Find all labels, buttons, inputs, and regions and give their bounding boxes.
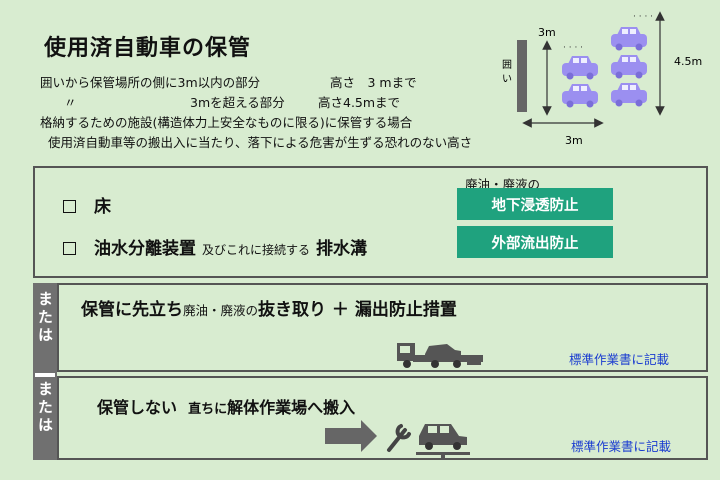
dim-3m-top-label: 3m (538, 26, 556, 39)
or-sidebar: または または (33, 283, 57, 460)
dots: · · · · (633, 12, 653, 22)
wrench-icon (387, 424, 411, 452)
box3-text: 保管しない 直ちに解体作業場へ搬入 (97, 398, 356, 417)
tow-truck-icon (397, 343, 483, 368)
car-icon (611, 83, 647, 107)
fence-post (517, 40, 527, 112)
car-icon (611, 55, 647, 79)
item-floor: 床 (63, 192, 111, 217)
rule-line4: 使用済自動車等の搬出入に当たり、落下による危害が生ずる恐れのない高さ (48, 135, 473, 150)
item-floor-label: 床 (94, 197, 111, 217)
checkbox-icon (63, 200, 76, 213)
height-diagram: 囲 い 3m · · · · · · · · 4.5m 3m (502, 11, 702, 147)
checkbox-icon (63, 242, 76, 255)
dim-3m-bottom-label: 3m (565, 134, 583, 147)
fence-label-1: 囲 (502, 59, 512, 71)
fence-label-2: い (502, 74, 512, 85)
rule-line1-right: 高さ 3 mまで (330, 75, 417, 90)
item-separator-connector: 及びこれに接続する (202, 243, 311, 257)
rule-line1-left: 囲いから保管場所の側に3m以内の部分 (40, 75, 261, 90)
dots: · · · · (563, 43, 583, 53)
rule-line3: 格納するための施設(構造体力上安全なものに限る)に保管する場合 (40, 115, 413, 130)
divider (35, 373, 55, 377)
page-title: 使用済自動車の保管 (44, 36, 252, 61)
rule-line2-ditto: 〃 (64, 95, 77, 110)
car-icon (562, 84, 598, 108)
item-separator: 油水分離装置 及びこれに接続する 排水溝 (63, 234, 367, 259)
or-label-2: または (36, 381, 54, 435)
standard-doc-note: 標準作業書に記載 (571, 439, 672, 454)
box2-text: 保管に先立ち廃油・廃液の抜き取り ＋ 漏出防止措置 (81, 300, 457, 320)
drain-before-storage-box: 保管に先立ち廃油・廃液の抜き取り ＋ 漏出防止措置 標準作業書に記載 (57, 283, 708, 372)
item-drain-label: 排水溝 (316, 239, 368, 259)
dim-45m-label: 4.5m (674, 55, 702, 68)
or-label-1: または (36, 291, 54, 345)
arrow-right-icon (325, 420, 377, 452)
car-icon (611, 27, 647, 51)
standard-doc-note: 標準作業書に記載 (569, 352, 670, 367)
badge-outflow: 外部流出防止 (457, 226, 613, 258)
no-storage-box: 保管しない 直ちに解体作業場へ搬入 標準作業書に記載 (57, 376, 708, 460)
badge-underground: 地下浸透防止 (457, 188, 613, 220)
car-icon (562, 56, 598, 80)
dismantling-icon-group (325, 420, 470, 460)
item-separator-label: 油水分離装置 (94, 239, 196, 259)
rule-line2-mid: 3mを超える部分 (190, 95, 285, 110)
rule-line2-right: 高さ4.5mまで (318, 95, 401, 110)
floor-drain-box: 床 油水分離装置 及びこれに接続する 排水溝 廃油・廃液の 地下浸透防止 外部流… (33, 166, 708, 278)
